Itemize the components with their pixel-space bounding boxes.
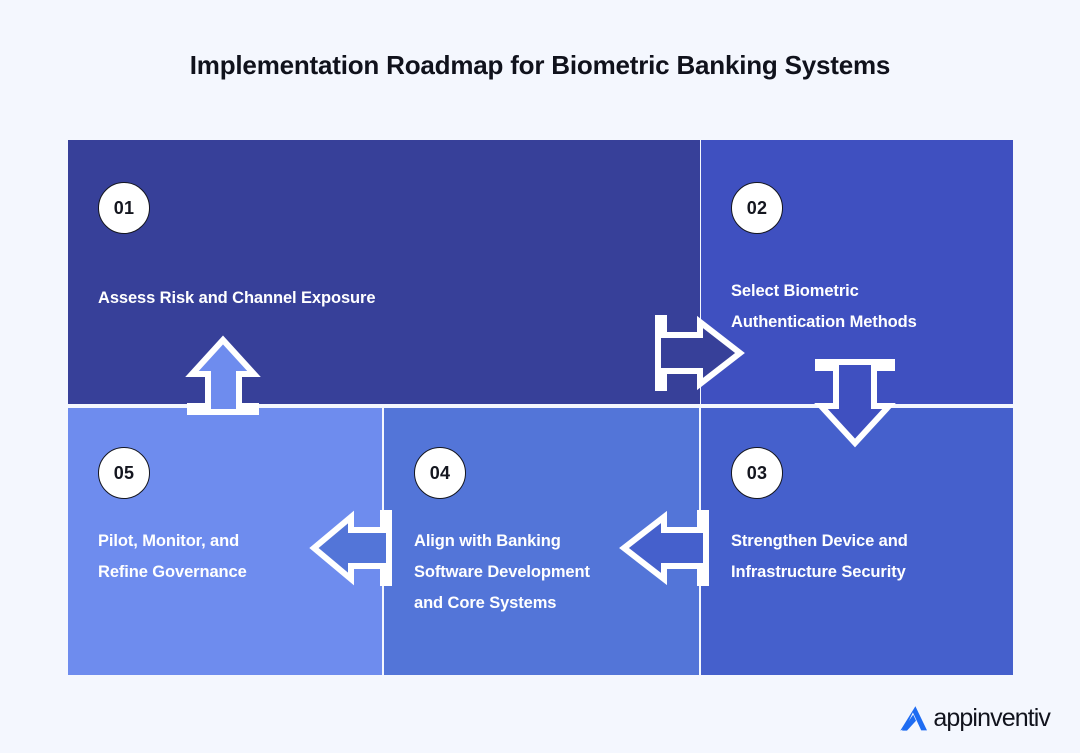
step-label-03: Strengthen Device and Infrastructure Sec… [731, 532, 908, 581]
step-badge-02: 02 [731, 182, 783, 234]
step-panel-02-shape [701, 140, 1013, 404]
step-number-02: 02 [746, 197, 768, 218]
step-label-04: Align with Banking Software Development … [414, 532, 590, 612]
step-label-05: Pilot, Monitor, and Refine Governance [98, 532, 247, 581]
logo-a-inner-glyph [902, 714, 917, 731]
panel-01-fill [68, 140, 700, 404]
panel-02-fill [701, 140, 1013, 404]
step-panel-02[interactable]: 02 Select Biometric Authentication Metho… [701, 140, 1013, 404]
logo-wordmark: appinventiv [933, 703, 1050, 732]
step-badge-01: 01 [98, 182, 150, 234]
page-title: Implementation Roadmap for Biometric Ban… [189, 50, 891, 80]
step-badge-04: 04 [414, 447, 466, 499]
step-badge-03: 03 [731, 447, 783, 499]
step-panel-01-shape [68, 140, 700, 404]
step-number-03: 03 [746, 462, 768, 483]
step-panel-01[interactable]: 01 Assess Risk and Channel Exposure [68, 140, 700, 404]
step-label-01: Assess Risk and Channel Exposure [98, 289, 376, 307]
step-number-01: 01 [113, 197, 135, 218]
step-panel-03[interactable]: 03 Strengthen Device and Infrastructure … [701, 408, 1013, 675]
step-label-02: Select Biometric Authentication Methods [731, 282, 917, 331]
roadmap-diagram: 01 Assess Risk and Channel Exposure 02 S… [68, 140, 1013, 675]
step-panel-04[interactable]: 04 Align with Banking Software Developme… [384, 408, 699, 675]
step-badge-05: 05 [98, 447, 150, 499]
brand-logo: appinventiv [896, 701, 1051, 735]
step-panel-05[interactable]: 05 Pilot, Monitor, and Refine Governance [68, 408, 382, 675]
appinventiv-mark-icon [900, 706, 928, 731]
step-number-05: 05 [113, 462, 135, 483]
step-number-04: 04 [429, 462, 451, 483]
